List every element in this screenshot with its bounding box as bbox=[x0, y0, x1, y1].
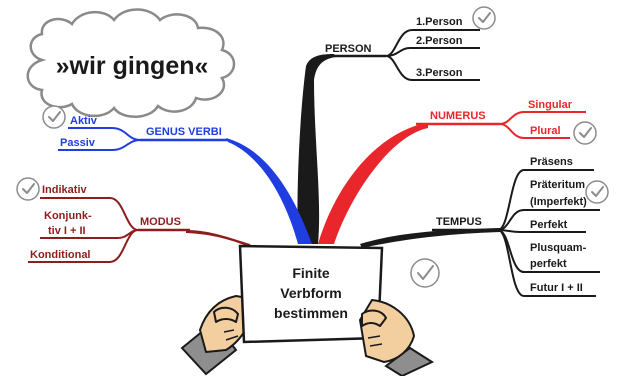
center-text-line2: Verbform bbox=[280, 285, 341, 301]
tempus-trunk bbox=[360, 228, 500, 248]
check-circle-icon bbox=[585, 180, 609, 204]
modus-item-konjunktiv-1: Konjunk- bbox=[44, 210, 92, 222]
center-text-line3: bestimmen bbox=[274, 305, 348, 321]
person-item-1: 1.Person bbox=[416, 16, 463, 28]
numerus-trunk bbox=[318, 124, 428, 244]
genus-trunk bbox=[226, 138, 312, 244]
modus-item-konditional: Konditional bbox=[30, 249, 91, 261]
person-branch: PERSON 1.Person 2.Person 3.Person bbox=[322, 16, 480, 81]
branch-trunks bbox=[186, 54, 500, 248]
left-thumb bbox=[213, 306, 239, 323]
person-label: PERSON bbox=[325, 43, 372, 55]
tempus-item-plusquam-2: perfekt bbox=[530, 258, 567, 270]
hands-holding-card: Finite Verbform bestimmen bbox=[180, 244, 435, 376]
modus-trunk bbox=[186, 230, 252, 248]
numerus-label: NUMERUS bbox=[430, 110, 486, 122]
cloud: »wir gingen« bbox=[26, 8, 236, 118]
numerus-branch: NUMERUS Singular Plural bbox=[416, 99, 586, 139]
genus-label: GENUS VERBI bbox=[146, 126, 222, 138]
person-item-2: 2.Person bbox=[416, 35, 463, 47]
cloud-shape bbox=[26, 8, 236, 118]
person-trunk bbox=[297, 54, 336, 244]
check-circle-icon bbox=[16, 177, 40, 201]
modus-branch: MODUS Indikativ Konjunk- tiv I + II Kond… bbox=[28, 184, 190, 263]
check-circle-icon bbox=[573, 121, 597, 145]
tempus-item-praesens: Präsens bbox=[530, 156, 573, 168]
tempus-item-praeteritum-1: Präteritum bbox=[530, 179, 585, 191]
tempus-label: TEMPUS bbox=[436, 216, 482, 228]
modus-label: MODUS bbox=[140, 216, 181, 228]
person-item-3: 3.Person bbox=[416, 67, 463, 79]
tempus-item-plusquam-1: Plusquam- bbox=[530, 242, 587, 254]
genus-item-passiv: Passiv bbox=[60, 137, 96, 149]
numerus-item-plural: Plural bbox=[530, 125, 561, 137]
numerus-item-singular: Singular bbox=[528, 99, 573, 111]
genus-branch: GENUS VERBI Aktiv Passiv bbox=[58, 115, 228, 151]
check-circle-icon bbox=[472, 6, 496, 30]
tempus-item-perfekt: Perfekt bbox=[530, 219, 568, 231]
tempus-branch: TEMPUS Präsens Präteritum (Imperfekt) Pe… bbox=[432, 156, 600, 297]
check-circle-icon bbox=[42, 105, 66, 129]
check-circle-icon bbox=[410, 258, 440, 288]
modus-item-konjunktiv-2: tiv I + II bbox=[48, 225, 86, 237]
genus-item-aktiv: Aktiv bbox=[70, 115, 98, 127]
modus-item-indikativ: Indikativ bbox=[42, 184, 88, 196]
cloud-text: »wir gingen« bbox=[56, 52, 209, 80]
tempus-item-praeteritum-2: (Imperfekt) bbox=[530, 196, 587, 208]
tempus-item-futur: Futur I + II bbox=[530, 282, 583, 294]
right-thumb bbox=[361, 309, 387, 327]
center-text-line1: Finite bbox=[292, 265, 330, 281]
